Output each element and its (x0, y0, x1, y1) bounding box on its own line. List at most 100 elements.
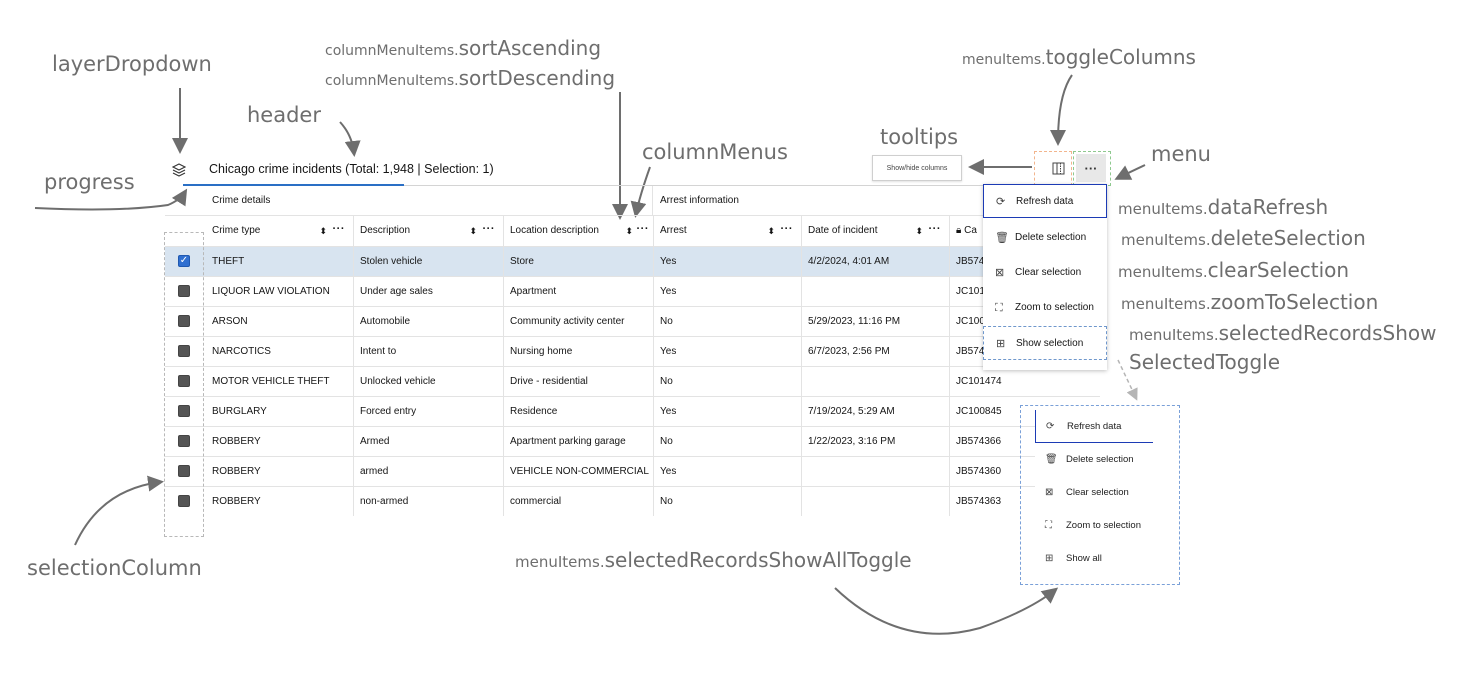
menu-item-show-selection[interactable]: ⊞Show selection (983, 326, 1107, 360)
table-menu: ⟳Refresh data 🗑︎Delete selection ⊠Clear … (983, 184, 1107, 370)
table-cell: MOTOR VEHICLE THEFT (206, 367, 354, 396)
sort-icon[interactable]: ⬍ (625, 226, 633, 236)
table-cell: LIQUOR LAW VIOLATION (206, 277, 354, 306)
menu-item-label: Refresh data (1067, 421, 1122, 432)
annotation-show-all-key: selectedRecordsShowAllToggle (604, 548, 912, 572)
menu-item-delete-selection[interactable]: 🗑︎Delete selection (983, 221, 1107, 255)
table-cell: No (654, 427, 802, 456)
sort-icon[interactable]: ⬍ (319, 226, 327, 236)
column-header-crime-type[interactable]: Crime type ⬍ ··· (206, 216, 354, 246)
show-all-icon: ⊞ (1045, 553, 1054, 564)
table-cell: Drive - residential (504, 367, 654, 396)
menu-item-delete-selection[interactable]: 🗑︎Delete selection (1035, 443, 1153, 476)
annotation-show-all-prefix: menuItems. (515, 553, 605, 571)
column-header-arrest[interactable]: Arrest⬍··· (654, 216, 802, 246)
menu-item-show-all[interactable]: ⊞Show all (1035, 542, 1153, 575)
table-cell (802, 487, 950, 516)
column-header-case-number[interactable]: 🔒︎ Ca (950, 216, 1100, 246)
refresh-icon: ⟳ (1046, 421, 1055, 432)
annotation-show-selected-key-2: SelectedToggle (1129, 350, 1281, 374)
menu-item-zoom-to-selection[interactable]: ⛶Zoom to selection (1035, 509, 1153, 542)
annotation-show-selected: menuItems.selectedRecordsShow SelectedTo… (1129, 320, 1437, 377)
table-cell: BURGLARY (206, 397, 354, 426)
table-menu-show-all-variant: ⟳ Refresh data 🗑︎Delete selection ⊠Clear … (1035, 410, 1153, 580)
sort-icon[interactable]: ⬍ (767, 226, 775, 236)
table-cell: JC101474 (956, 376, 1002, 387)
row-checkbox[interactable] (178, 345, 190, 357)
tooltip-text: Show/hide columns (886, 164, 948, 172)
table-cell: Yes (654, 247, 802, 276)
table-cell: No (654, 487, 802, 516)
column-header-label: Location description (510, 225, 599, 236)
progress-bar (183, 184, 404, 186)
column-menu-icon[interactable]: ··· (482, 223, 495, 235)
row-checkbox[interactable]: ✓ (178, 255, 190, 267)
table-cell: JB574 (956, 346, 985, 357)
column-header-date-of-incident[interactable]: Date of incident⬍··· (802, 216, 950, 246)
annotation-data-refresh-prefix: menuItems. (1118, 200, 1208, 218)
annotation-clear-selection: menuItems.clearSelection (1118, 258, 1349, 282)
row-checkbox[interactable] (178, 405, 190, 417)
menu-item-clear-selection[interactable]: ⊠Clear selection (1035, 476, 1153, 509)
sort-icon[interactable]: ⬍ (915, 226, 923, 236)
column-menu-icon[interactable]: ··· (636, 223, 649, 235)
column-header-description[interactable]: Description⬍··· (354, 216, 504, 246)
toggle-columns-button[interactable] (1046, 157, 1070, 179)
table-cell (802, 367, 950, 396)
data-table: Crime details Arrest information Crime t… (165, 186, 1100, 516)
annotation-sort-descending-prefix: columnMenuItems. (325, 73, 459, 89)
table-cell: Residence (504, 397, 654, 426)
row-checkbox[interactable] (178, 375, 190, 387)
column-menu-icon[interactable]: ··· (780, 223, 793, 235)
layers-icon[interactable] (171, 163, 187, 179)
table-cell: Nursing home (504, 337, 654, 366)
column-menu-icon[interactable]: ··· (928, 223, 941, 235)
annotation-sort-ascending-prefix: columnMenuItems. (325, 43, 459, 59)
menu-item-label: Refresh data (1016, 196, 1074, 207)
columns-icon (1052, 162, 1064, 174)
row-checkbox[interactable] (178, 495, 190, 507)
menu-button[interactable]: ··· (1076, 154, 1106, 182)
annotation-toggle-columns-key: toggleColumns (1045, 45, 1196, 69)
tooltip: Show/hide columns (872, 155, 962, 181)
sort-icon[interactable]: ⬍ (469, 226, 477, 236)
table-cell (802, 457, 950, 486)
lock-icon: 🔒︎ (956, 225, 965, 236)
row-checkbox[interactable] (178, 285, 190, 297)
trash-icon: 🗑︎ (995, 232, 1009, 244)
show-selection-icon: ⊞ (996, 338, 1006, 350)
column-header-location-description[interactable]: Location description ⬍··· (504, 216, 654, 246)
row-checkbox[interactable] (178, 435, 190, 447)
selection-column-highlight (164, 232, 204, 537)
annotation-zoom-to-selection-prefix: menuItems. (1121, 295, 1211, 313)
table-cell: JC100845 (956, 406, 1002, 417)
annotation-selection-column: selectionColumn (27, 556, 202, 580)
table-cell: Intent to (354, 337, 504, 366)
column-menu-icon[interactable]: ··· (332, 223, 345, 235)
menu-item-refresh-data[interactable]: ⟳ Refresh data (1035, 410, 1153, 443)
table-cell: THEFT (206, 247, 354, 276)
row-checkbox[interactable] (178, 315, 190, 327)
menu-item-clear-selection[interactable]: ⊠Clear selection (983, 256, 1107, 290)
row-checkbox[interactable] (178, 465, 190, 477)
column-header-label: Crime type (212, 225, 261, 236)
annotation-show-selected-prefix: menuItems. (1129, 326, 1219, 344)
table-cell: No (654, 367, 802, 396)
menu-item-label: Clear selection (1066, 487, 1129, 498)
menu-item-refresh-data[interactable]: ⟳Refresh data (983, 184, 1107, 218)
table-cell: ARSON (206, 307, 354, 336)
table-cell: No (654, 307, 802, 336)
menu-item-zoom-to-selection[interactable]: ⛶Zoom to selection (983, 291, 1107, 325)
table-cell: NARCOTICS (206, 337, 354, 366)
table-cell: Unlocked vehicle (354, 367, 504, 396)
